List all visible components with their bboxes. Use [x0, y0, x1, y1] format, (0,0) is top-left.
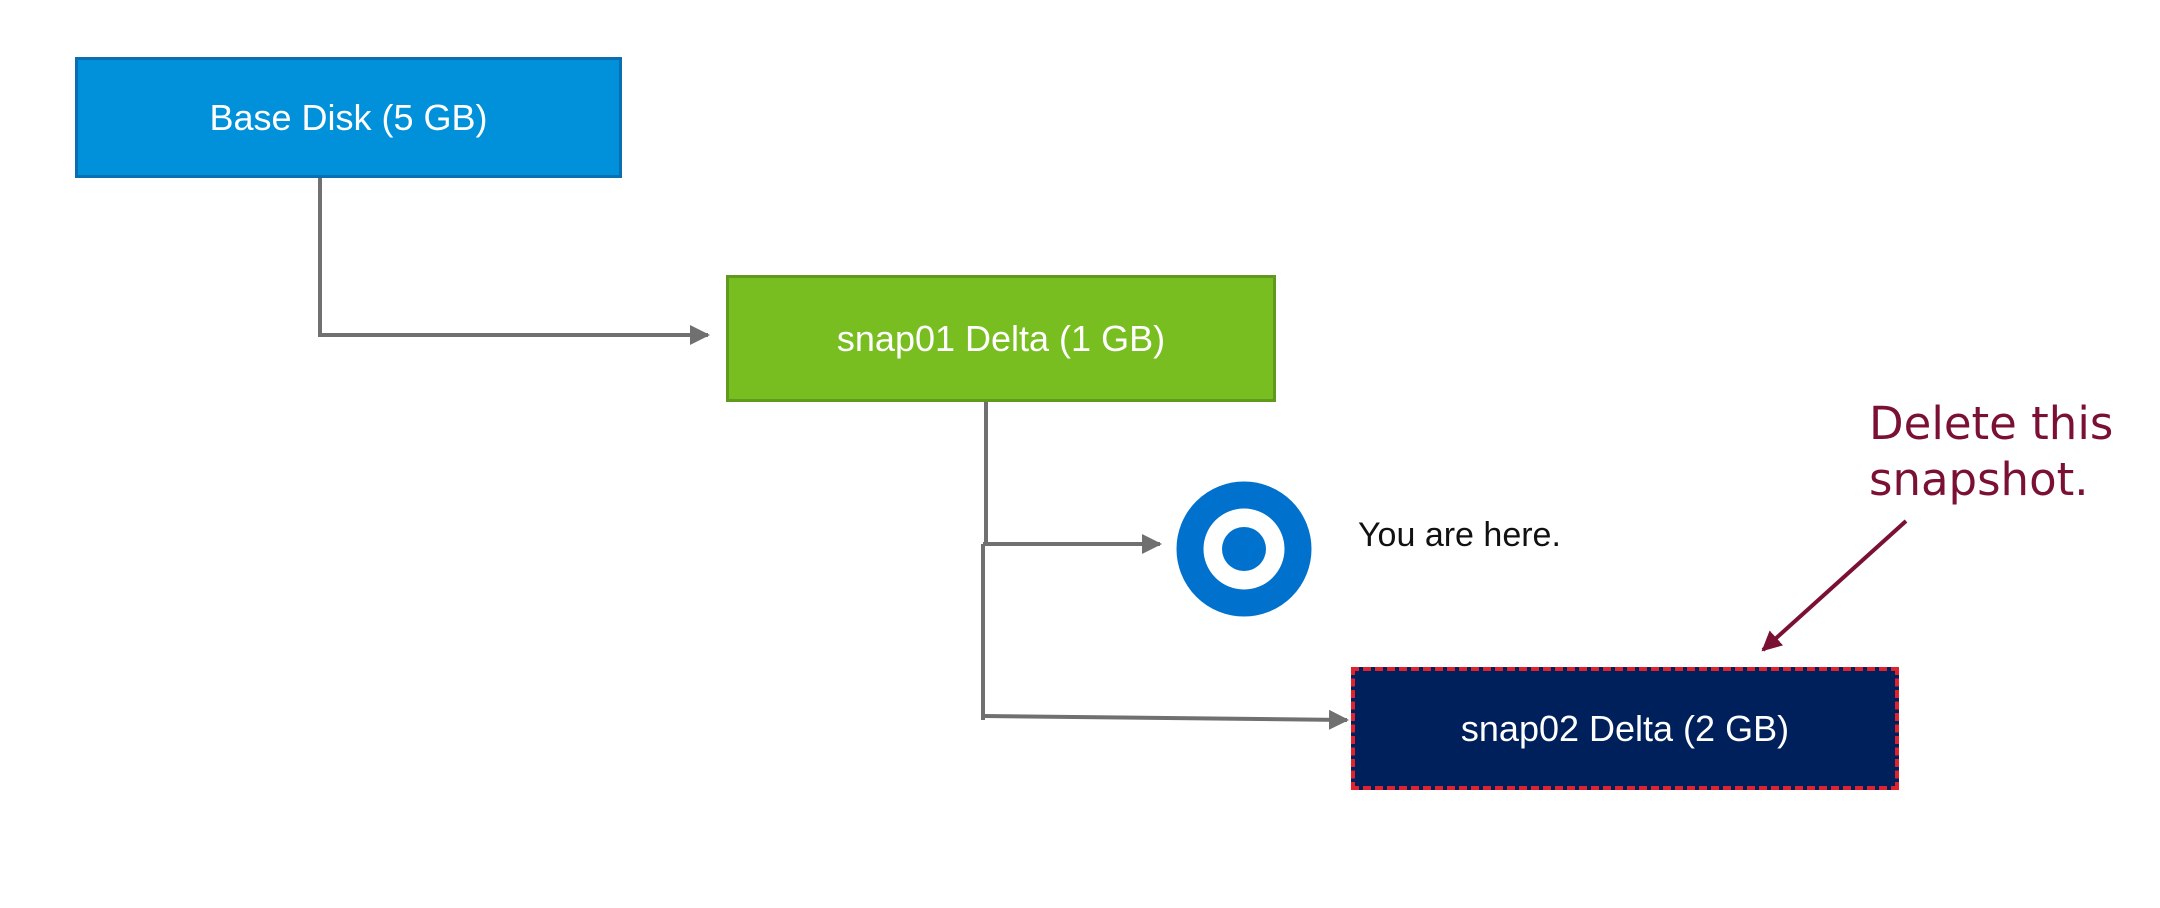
snap02-delta-node: snap02 Delta (2 GB) — [1351, 667, 1899, 790]
connector-base-to-snap01 — [318, 178, 710, 345]
annotation-arrow — [1761, 519, 1908, 652]
snap01-delta-node: snap01 Delta (1 GB) — [726, 275, 1276, 402]
delete-annotation-line1: Delete this — [1869, 397, 2114, 450]
connector-snap01-trunk — [981, 402, 988, 720]
delete-annotation-line2: snapshot. — [1869, 453, 2089, 506]
base-disk-node: Base Disk (5 GB) — [75, 57, 622, 178]
you-are-here-label: You are here. — [1358, 516, 1561, 554]
target-icon — [1176, 481, 1312, 617]
connector-snap01-to-snap02 — [982, 709, 1349, 730]
delete-annotation: Delete this snapshot. — [1869, 396, 2149, 508]
